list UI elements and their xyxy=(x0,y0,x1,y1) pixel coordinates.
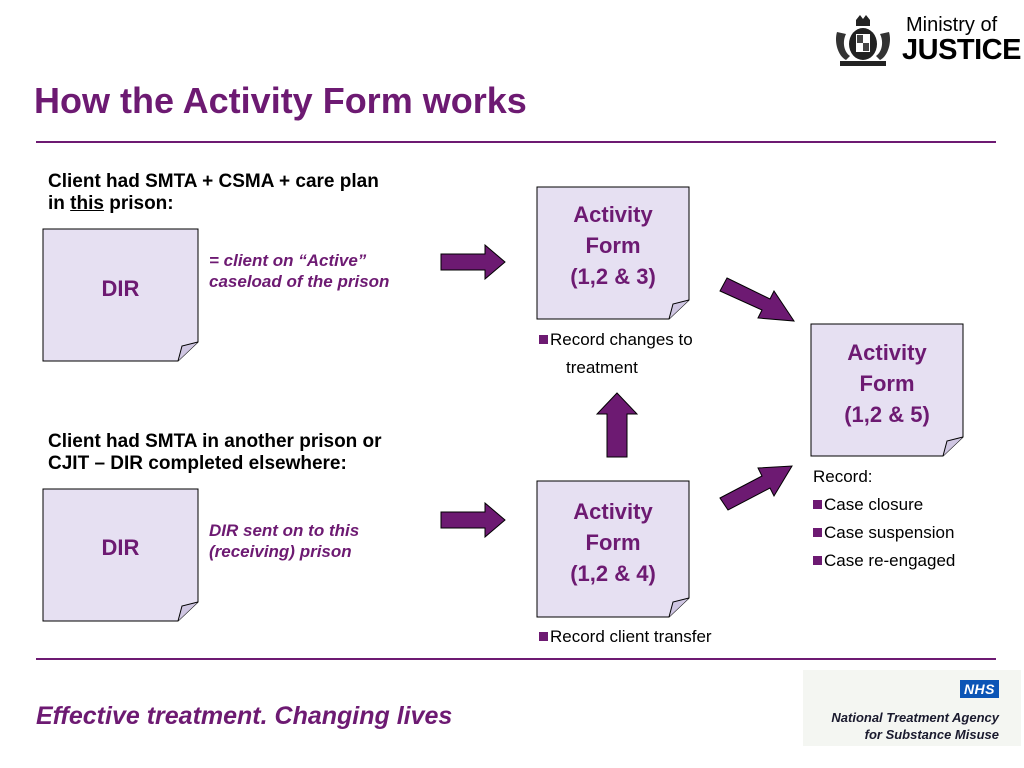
agency-line1: National Treatment Agency xyxy=(831,710,999,725)
record-label: Record: xyxy=(813,467,873,486)
list-item-continuation: treatment xyxy=(566,358,638,377)
bullet-square-icon xyxy=(539,632,548,641)
footer-tagline: Effective treatment. Changing lives xyxy=(36,702,453,730)
dir-box-2: DIR xyxy=(42,488,199,622)
dir-box-1-label: DIR xyxy=(101,276,140,301)
form123-bullets: Record changes to treatment xyxy=(539,326,739,382)
section1-heading-line2: in this prison: xyxy=(48,193,174,214)
royal-crest-icon xyxy=(836,15,890,66)
form124-bullets: Record client transfer xyxy=(539,623,769,651)
agency-line2: for Substance Misuse xyxy=(864,727,999,742)
arrow-diagonal-icon xyxy=(719,465,793,511)
arrow-up-icon xyxy=(596,392,638,458)
section1-heading-line1: Client had SMTA + CSMA + care plan xyxy=(48,171,379,192)
arrow-right-icon xyxy=(440,244,506,280)
activity-form-125: Activity Form (1,2 & 5) xyxy=(810,323,964,457)
section1-heading: Client had SMTA + CSMA + care plan in th… xyxy=(48,171,468,215)
ministry-of-justice-logo: Ministry of JUSTICE xyxy=(832,12,1021,68)
logo-line2: JUSTICE xyxy=(902,34,1021,66)
bottom-divider xyxy=(36,658,996,660)
bullet-square-icon xyxy=(539,335,548,344)
section2-heading-line1: Client had SMTA in another prison or xyxy=(48,431,382,452)
list-item: Case re-engaged xyxy=(813,547,1018,575)
section2-heading-line2: CJIT – DIR completed elsewhere: xyxy=(48,453,347,474)
activity-form-123-label: Activity Form (1,2 & 3) xyxy=(570,202,656,289)
dir-box-2-label: DIR xyxy=(101,535,140,560)
activity-form-123: Activity Form (1,2 & 3) xyxy=(536,186,690,320)
bullet-square-icon xyxy=(813,556,822,565)
bullet-square-icon xyxy=(813,500,822,509)
list-item: Case suspension xyxy=(813,519,1018,547)
section1-note: = client on “Active” caseload of the pri… xyxy=(209,251,390,291)
page-title: How the Activity Form works xyxy=(34,80,527,121)
dir-box-1: DIR xyxy=(42,228,199,362)
list-item: Record changes to xyxy=(539,326,739,354)
list-item: Record client transfer xyxy=(539,623,769,651)
bullet-square-icon xyxy=(813,528,822,537)
activity-form-124: Activity Form (1,2 & 4) xyxy=(536,480,690,618)
activity-form-125-label: Activity Form (1,2 & 5) xyxy=(844,340,930,427)
section1-heading-emphasis: this xyxy=(70,193,104,214)
arrow-diagonal-icon xyxy=(719,277,795,322)
top-divider xyxy=(36,141,996,143)
nta-logo: NHS National Treatment Agency for Substa… xyxy=(803,670,1021,746)
form125-bullets: Record: Case closure Case suspension Cas… xyxy=(813,463,1018,575)
nhs-badge: NHS xyxy=(959,680,999,698)
arrow-right-icon xyxy=(440,502,506,538)
activity-form-124-label: Activity Form (1,2 & 4) xyxy=(570,499,656,586)
list-item: Case closure xyxy=(813,491,1018,519)
section2-note: DIR sent on to this (receiving) prison xyxy=(209,521,360,561)
logo-line1: Ministry of xyxy=(906,14,998,36)
section2-heading: Client had SMTA in another prison or CJI… xyxy=(48,431,478,475)
